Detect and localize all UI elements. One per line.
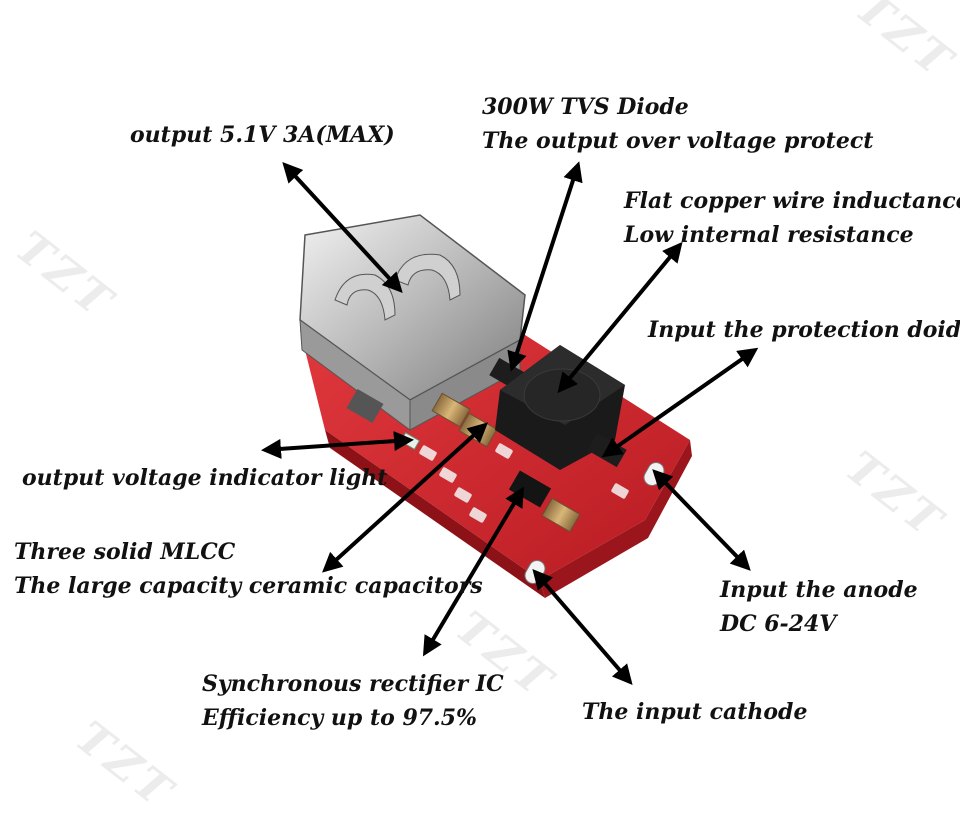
rectifier-ic — [508, 470, 552, 508]
callout-inductor-line1: Flat copper wire inductance — [624, 188, 960, 214]
arrow-rectifier — [422, 486, 525, 657]
arrow-anode — [652, 469, 751, 571]
arrow-inductor — [557, 241, 683, 394]
callout-anode: Input the anode DC 6-24V — [720, 573, 918, 641]
arrow-mlcc — [322, 422, 488, 573]
callout-rectifier: Synchronous rectifier IC Efficiency up t… — [202, 667, 504, 735]
module-diagram — [261, 161, 759, 686]
callout-indicator-line1: output voltage indicator light — [22, 465, 388, 491]
callout-mlcc-line2: The large capacity ceramic capacitors — [14, 573, 483, 599]
callout-anode-line1: Input the anode — [720, 577, 918, 603]
callout-rectifier-line1: Synchronous rectifier IC — [202, 671, 504, 697]
callout-mlcc: Three solid MLCC The large capacity cera… — [14, 535, 483, 603]
callout-tvs-line2: The output over voltage protect — [482, 128, 874, 154]
callout-tvs-line1: 300W TVS Diode — [482, 94, 689, 120]
callout-inductor-line2: Low internal resistance — [624, 222, 914, 248]
callout-output: output 5.1V 3A(MAX) — [130, 118, 395, 152]
callout-inductor: Flat copper wire inductance Low internal… — [624, 184, 960, 252]
arrow-tvs — [507, 161, 583, 372]
callout-protection-diode: Input the protection doide — [648, 313, 960, 347]
callout-anode-line2: DC 6-24V — [720, 611, 837, 637]
arrow-output — [282, 162, 403, 293]
arrow-cathode — [532, 568, 633, 686]
arrow-protection-diode — [601, 347, 759, 458]
callout-output-line1: output 5.1V 3A(MAX) — [130, 122, 395, 148]
callout-indicator: output voltage indicator light — [22, 461, 387, 495]
callout-cathode: The input cathode — [582, 695, 807, 729]
callout-protection-diode-line1: Input the protection doide — [648, 317, 960, 343]
callout-cathode-line1: The input cathode — [582, 699, 808, 725]
callout-rectifier-line2: Efficiency up to 97.5% — [202, 705, 477, 731]
callout-mlcc-line1: Three solid MLCC — [14, 539, 236, 565]
callout-tvs-diode: 300W TVS Diode The output over voltage p… — [482, 90, 873, 158]
